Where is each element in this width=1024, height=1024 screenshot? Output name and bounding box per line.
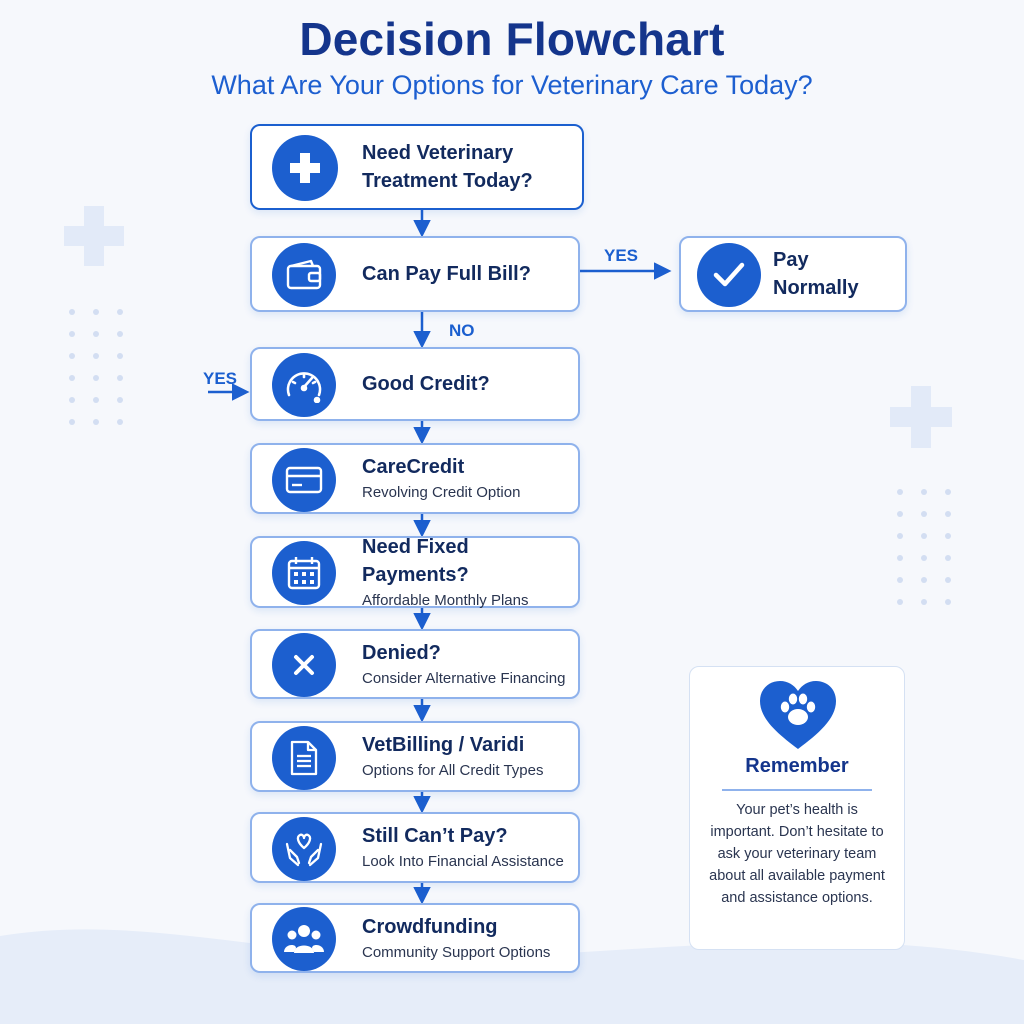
node-title: Need Fixed Payments?: [362, 535, 469, 586]
node-title: Can Pay Full Bill?: [362, 263, 531, 285]
node-title: Need Veterinary: [362, 142, 514, 164]
node-subtitle: Affordable Monthly Plans: [362, 591, 529, 609]
node-pay-normally: Pay Normally: [679, 236, 907, 312]
node-still-cant-pay: Still Can’t Pay? Look Into Financial Ass…: [250, 812, 580, 883]
heart-hands-icon: [272, 817, 336, 881]
wallet-icon: [272, 243, 336, 307]
node-fixed-payments: Need Fixed Payments? Affordable Monthly …: [250, 535, 580, 609]
edge-label-no: NO: [449, 321, 475, 340]
node-crowdfunding: Crowdfunding Community Support Options: [250, 903, 580, 973]
divider: [722, 789, 872, 791]
node-subtitle: Options for All Credit Types: [362, 762, 544, 779]
paw-heart-icon: [760, 681, 836, 749]
page-title: Decision Flowchart: [299, 13, 725, 65]
node-title: Good Credit?: [362, 373, 490, 395]
node-title: CareCredit: [362, 456, 465, 478]
node-vetbilling: VetBilling / Varidi Options for All Cred…: [250, 721, 580, 792]
remember-callout: Remember Your pet’s health is important.…: [689, 666, 905, 950]
decorative-dot-grid: [69, 309, 123, 425]
node-title: Still Can’t Pay?: [362, 825, 508, 847]
decorative-cross-icon: [890, 386, 952, 448]
calendar-icon: [272, 541, 336, 605]
gauge-icon: [272, 353, 336, 417]
credit-card-icon: [272, 448, 336, 512]
node-subtitle: Consider Alternative Financing: [362, 669, 566, 687]
node-title: Crowdfunding: [362, 915, 498, 938]
node-can-pay: Can Pay Full Bill?: [250, 236, 580, 312]
page-subtitle: What Are Your Options for Veterinary Car…: [211, 70, 813, 100]
node-title: VetBilling / Varidi: [362, 734, 525, 756]
people-icon: [272, 907, 336, 971]
decorative-cross-icon: [64, 206, 124, 266]
node-subtitle: Community Support Options: [362, 943, 551, 961]
medical-cross-icon: [272, 135, 338, 201]
node-need-treatment: Need Veterinary Treatment Today?: [250, 124, 584, 210]
node-denied: Denied? Consider Alternative Financing: [250, 629, 580, 699]
close-icon: [272, 633, 336, 697]
node-title: Treatment Today?: [362, 170, 533, 192]
remember-text: Your pet’s health is important. Don’t he…: [709, 802, 885, 906]
edge-label-yes: YES: [604, 246, 639, 265]
decorative-dot-grid: [897, 489, 951, 605]
remember-title: Remember: [745, 755, 849, 777]
edge-label-yes: YES: [203, 369, 238, 388]
node-subtitle: Look Into Financial Assistance: [362, 853, 564, 870]
node-good-credit: Good Credit?: [250, 347, 580, 421]
node-title: Pay Normally: [773, 249, 859, 299]
node-subtitle: Revolving Credit Option: [362, 484, 521, 501]
node-carecredit: CareCredit Revolving Credit Option: [250, 443, 580, 514]
node-title: Denied?: [362, 641, 441, 664]
document-icon: [272, 726, 336, 790]
checkmark-icon: [697, 243, 761, 307]
